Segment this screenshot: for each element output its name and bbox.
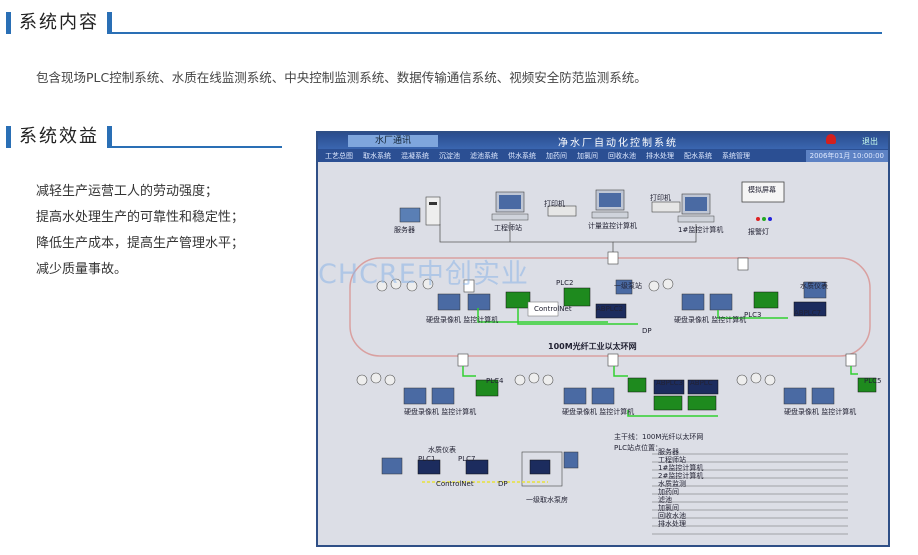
label-dp: DP — [642, 327, 652, 335]
switch-icon — [463, 279, 475, 293]
intro-paragraph: 包含现场PLC控制系统、水质在线监测系统、中央控制监测系统、数据传输通信系统、视… — [36, 70, 647, 85]
camera-cluster-left — [376, 278, 633, 319]
label-ab-plc7: ABPLC7 — [794, 309, 822, 317]
scada-clock: 2006年01月 10:00:00 — [805, 149, 888, 162]
section-title-content: 系统内容 — [19, 12, 99, 33]
printer-icon — [651, 201, 681, 213]
alarm-bell-icon — [826, 134, 836, 144]
label-alarm-light: 报警灯 — [748, 228, 769, 236]
header-accent-bar — [107, 126, 112, 148]
scada-menu-item: 沉淀池 — [439, 151, 460, 160]
monitor-workstation — [677, 193, 715, 223]
scada-menu-item: 工艺总图 — [325, 151, 353, 160]
header-accent-bar — [6, 12, 11, 34]
label-video-station: 硬盘录像机 监控计算机 — [426, 316, 499, 324]
label-plc3: PLC3 — [744, 311, 762, 319]
label-printer2: 打印机 — [650, 194, 671, 202]
scada-menu-item: 混凝系统 — [401, 151, 429, 160]
monitor-workstation — [591, 189, 629, 219]
benefit-item: 降低生产成本，提高生产管理水平； — [36, 236, 245, 251]
benefits-list: 减轻生产运营工人的劳动强度； 提高水处理生产的可靠性和稳定性； 降低生产成本，提… — [36, 179, 244, 283]
pump-station-subsystem — [381, 451, 579, 487]
big-screen-icon — [741, 181, 785, 221]
section-title-benefits: 系统效益 — [19, 126, 99, 147]
scada-menu-item: 加氯间 — [577, 151, 598, 160]
legend-item: 回收水池 — [658, 512, 686, 520]
scada-menu-item: 配水系统 — [684, 151, 712, 160]
label-server: 服务器 — [394, 226, 415, 234]
scada-menu-item: 排水处理 — [646, 151, 674, 160]
scada-menu-item: 回收水池 — [608, 151, 636, 160]
network-topology-diagram — [349, 181, 877, 535]
legend-item: 加药间 — [658, 488, 679, 496]
header-rule — [112, 146, 282, 148]
section-header-content: 系统内容 — [6, 12, 882, 34]
legend-item: 服务器 — [658, 448, 679, 456]
camera-cluster-right — [648, 278, 827, 317]
label-main-line: 主干线：100M光纤以太环网 — [614, 433, 704, 441]
scada-screenshot: 水厂通讯 净水厂自动化控制系统 退出 工艺总图 取水系统 混凝系统 沉淀池 滤池… — [316, 131, 890, 547]
label-video-station: 硬盘录像机 监控计算机 — [404, 408, 477, 416]
label-plc5: PLC5 — [864, 377, 882, 385]
label-big-screen: 模拟屏幕 — [748, 186, 776, 194]
video-station-lower-left — [356, 372, 499, 405]
legend-item: 1#监控计算机 — [658, 464, 704, 472]
label-plc7: PLC7 — [458, 455, 476, 463]
legend-item: 滤池 — [658, 496, 672, 504]
watermark: CHCRE中创实业 — [318, 259, 529, 290]
label-plc2: PLC2 — [556, 279, 574, 287]
label-plc1: PLC1 — [418, 455, 436, 463]
label-ring-network: 100M光纤工业以太环网 — [548, 342, 637, 351]
benefit-item: 减少质量事故。 — [36, 262, 128, 277]
label-controlnet: ControlNet — [534, 305, 572, 313]
label-monitor-pc: 计量监控计算机 — [588, 222, 637, 230]
scada-menu-item: 取水系统 — [363, 151, 391, 160]
label-ab-plc: ABPLC — [690, 379, 713, 387]
header-rule — [112, 32, 882, 34]
label-video-station: 硬盘录像机 监控计算机 — [784, 408, 857, 416]
benefit-item: 减轻生产运营工人的劳动强度； — [36, 184, 219, 199]
scada-system-title: 净水厂自动化控制系统 — [558, 137, 678, 149]
scada-exit: 退出 — [862, 136, 878, 146]
label-engineer-station: 工程师站 — [494, 224, 522, 232]
video-station-lower-right — [736, 372, 877, 405]
label-ab-plc3: ABPLC3 — [656, 379, 684, 387]
scada-menu-item: 系统管理 — [722, 151, 750, 160]
label-sensor2: 水质仪表 — [428, 446, 456, 454]
label-video-station: 硬盘录像机 监控计算机 — [562, 408, 635, 416]
scada-titlebar: 水厂通讯 净水厂自动化控制系统 退出 — [318, 133, 888, 149]
benefit-item: 提高水处理生产的可靠性和稳定性； — [36, 210, 245, 225]
header-accent-bar — [107, 12, 112, 34]
header-accent-bar — [6, 126, 11, 148]
legend-item: 加氯间 — [658, 504, 679, 512]
legend-item: 水质监测 — [658, 480, 686, 488]
label-pump-station: 一级泵站 — [614, 282, 642, 290]
printer-icon — [547, 205, 577, 217]
label-monitor-pc2: 1#监控计算机 — [678, 226, 724, 234]
legend-item: 2#监控计算机 — [658, 472, 704, 480]
server-workstation — [399, 196, 441, 226]
scada-menu-item: 滤池系统 — [470, 151, 498, 160]
scada-menu-item: 供水系统 — [508, 151, 536, 160]
scada-tab: 水厂通讯 — [348, 135, 438, 147]
engineer-workstation — [491, 191, 529, 221]
label-ab-plc2: ABPLC2 — [596, 305, 624, 313]
scada-menu-item: 加药间 — [546, 151, 567, 160]
scada-menu-bar: 工艺总图 取水系统 混凝系统 沉淀池 滤池系统 供水系统 加药间 加氯间 回收水… — [318, 149, 888, 162]
legend-item: 排水处理 — [658, 520, 686, 528]
label-sensor: 水质仪表 — [800, 282, 828, 290]
video-station-lower-middle — [514, 372, 719, 411]
switch-icon — [737, 257, 749, 271]
label-printer: 打印机 — [544, 200, 565, 208]
label-plc-location: PLC站点位置： — [614, 444, 663, 452]
label-video-station: 硬盘录像机 监控计算机 — [674, 316, 747, 324]
switch-icon — [607, 251, 619, 265]
legend-item: 工程师站 — [658, 456, 686, 464]
section-header-benefits: 系统效益 — [6, 126, 282, 148]
label-dp: DP — [498, 480, 508, 488]
label-controlnet: ControlNet — [436, 480, 474, 488]
label-intake: 一级取水泵房 — [526, 496, 568, 504]
label-plc4: PLC4 — [486, 377, 504, 385]
